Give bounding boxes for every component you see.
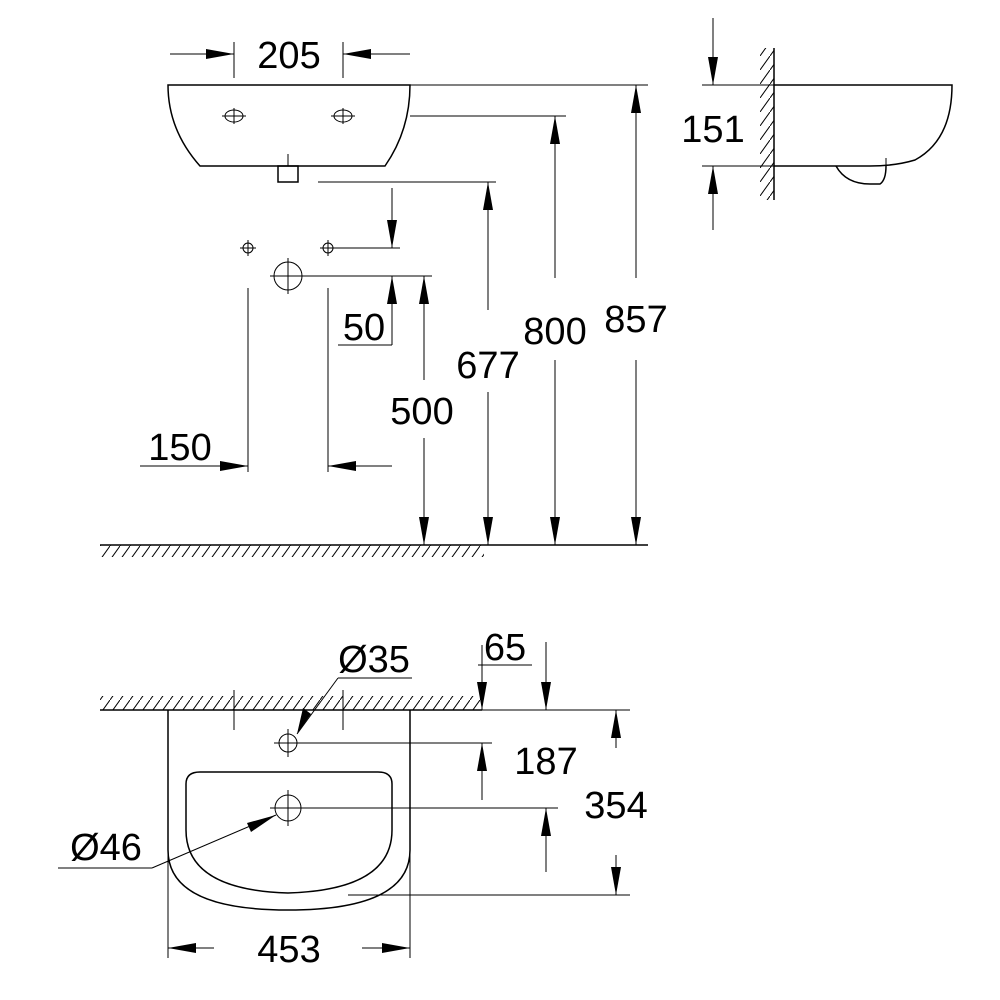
- basin-side-outline: [774, 84, 953, 167]
- tap-hole-left-icon: [222, 108, 246, 124]
- dim-fixing-offset: 50: [343, 307, 385, 349]
- floor-hatching: [100, 545, 484, 557]
- wall-hatching: [760, 48, 774, 200]
- plan-wall-hatching: [100, 696, 482, 710]
- side-elevation: 151: [681, 18, 953, 230]
- dim-fixing-height: 500: [390, 391, 453, 433]
- tap-hole-right-icon: [331, 108, 355, 124]
- waste-hole-icon: [270, 790, 306, 826]
- dim-overall-height: 857: [604, 299, 667, 341]
- basin-front-outline: [167, 84, 411, 167]
- plan-view: Ø35 Ø46 65 187 354 4: [58, 627, 648, 971]
- dim-fixing-spacing: 150: [148, 427, 211, 469]
- fixing-hole-left-icon: [240, 240, 256, 256]
- dim-rim-height: 800: [523, 311, 586, 353]
- dim-tap-spacing: 205: [257, 35, 320, 77]
- dim-waste-diameter: Ø46: [70, 827, 142, 869]
- basin-plan-bowl: [185, 771, 393, 894]
- dim-projection: 354: [584, 785, 647, 827]
- dim-tap-hole-offset: 65: [484, 627, 526, 669]
- waste-pipe-icon: [270, 258, 306, 294]
- dim-width: 453: [257, 929, 320, 971]
- fixing-hole-right-icon: [320, 240, 336, 256]
- front-elevation: 205 150 50: [100, 35, 668, 557]
- dim-tap-hole-diameter: Ø35: [338, 639, 410, 681]
- dim-tap-hole-depth: 187: [514, 741, 577, 783]
- tap-hole-icon: [274, 729, 302, 757]
- dim-waste-height: 677: [456, 345, 519, 387]
- waste-outlet: [277, 165, 299, 183]
- basin-plan-outline: [167, 710, 411, 911]
- dim-side-depth: 151: [681, 109, 744, 151]
